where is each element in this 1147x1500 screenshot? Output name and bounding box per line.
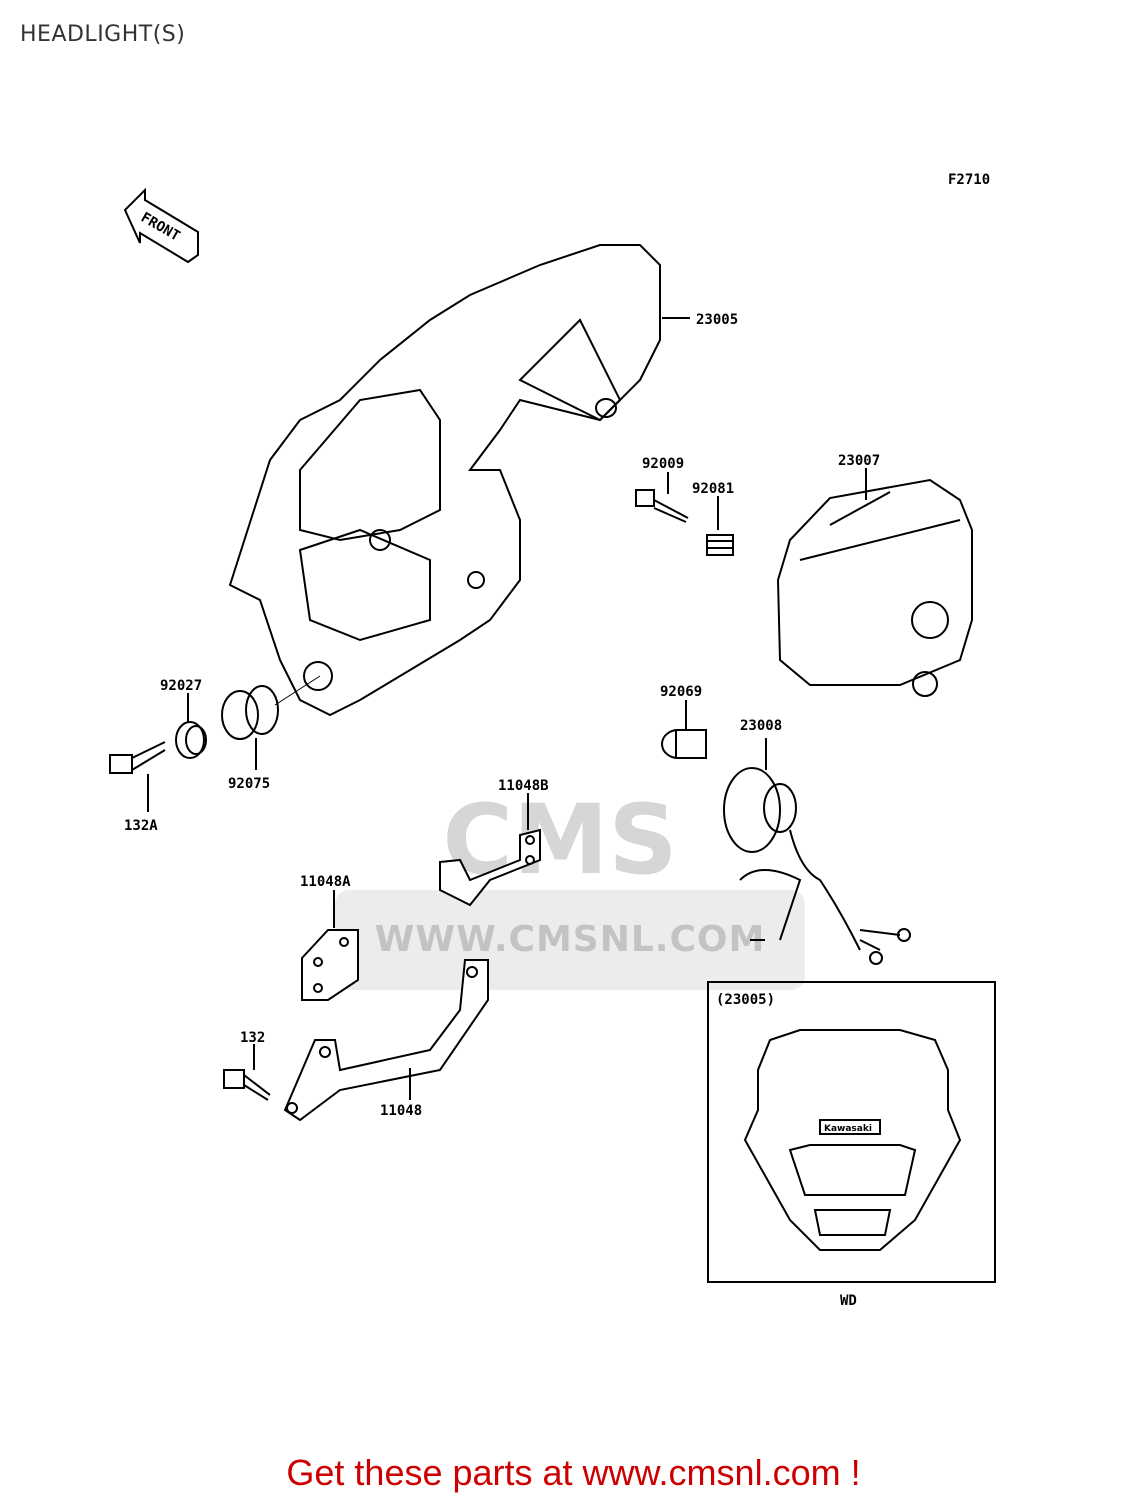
inset-variant-label: WD — [840, 1293, 857, 1309]
bracket-11048B-part — [439, 828, 541, 907]
headlight-lens-part — [776, 478, 973, 697]
watermark-logo: CMS — [442, 784, 678, 896]
label-11048B: 11048B — [498, 778, 549, 794]
screw-92009-part — [635, 489, 689, 523]
badge-text: Kawasaki — [824, 1124, 872, 1134]
parts-diagram: F2710 FRONT 23005 23007 92009 — [109, 172, 996, 1309]
label-11048A: 11048A — [300, 874, 351, 890]
headlight-cover-part — [228, 244, 661, 717]
label-23007: 23007 — [838, 453, 880, 469]
label-11048: 11048 — [380, 1103, 422, 1119]
label-92009: 92009 — [642, 456, 684, 472]
bracket-11048A-part — [301, 929, 359, 1001]
grommet-92075-part — [221, 685, 279, 740]
bulb-92069-part — [661, 729, 707, 759]
label-92069: 92069 — [660, 684, 702, 700]
stay-11048-part — [283, 959, 489, 1122]
label-132: 132 — [240, 1030, 265, 1046]
footer-promo-link[interactable]: Get these parts at www.cmsnl.com ! — [286, 1452, 861, 1493]
label-132A: 132A — [124, 818, 158, 834]
inset-ref: (23005) — [716, 992, 775, 1008]
figure-code: F2710 — [948, 172, 990, 188]
inset-wd-variant: (23005) Kawasaki — [707, 981, 996, 1283]
socket-23008-part — [723, 767, 911, 965]
label-92081: 92081 — [692, 481, 734, 497]
label-92075: 92075 — [228, 776, 270, 792]
label-23008: 23008 — [740, 718, 782, 734]
bolt-132A-part — [109, 741, 166, 774]
spring-92081-part — [706, 534, 734, 556]
front-arrow-icon: FRONT — [123, 187, 199, 264]
watermark-url: WWW.CMSNL.COM — [335, 890, 805, 990]
collar-92027-part — [175, 721, 207, 759]
bolt-132-part — [223, 1069, 271, 1101]
label-92027: 92027 — [160, 678, 202, 694]
page-title: HEADLIGHT(S) — [20, 22, 186, 47]
label-23005: 23005 — [696, 312, 738, 328]
